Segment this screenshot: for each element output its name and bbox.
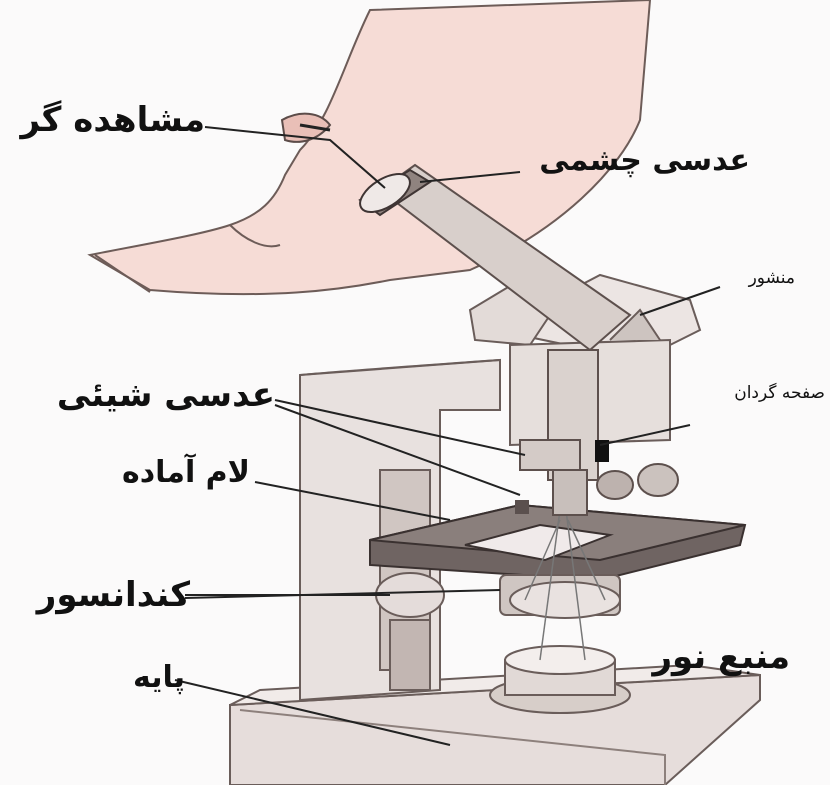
base-label: پایه [133,660,185,695]
objective-label: عدسی شیئی [57,375,275,415]
condenser-assembly [500,575,620,618]
eyepiece-label: عدسی چشمی [539,143,750,178]
observer-label: مشاهده گر [21,100,205,140]
slide-label: لام آماده [122,455,250,490]
light-source-lamp [490,646,630,713]
light-source-label: منبع نور [652,637,790,677]
objective-lenses [520,440,678,515]
condenser-label: کندانسور [37,575,190,615]
nosepiece-label: صفحه گردان [734,383,825,403]
prism-label: منشور [749,268,795,288]
